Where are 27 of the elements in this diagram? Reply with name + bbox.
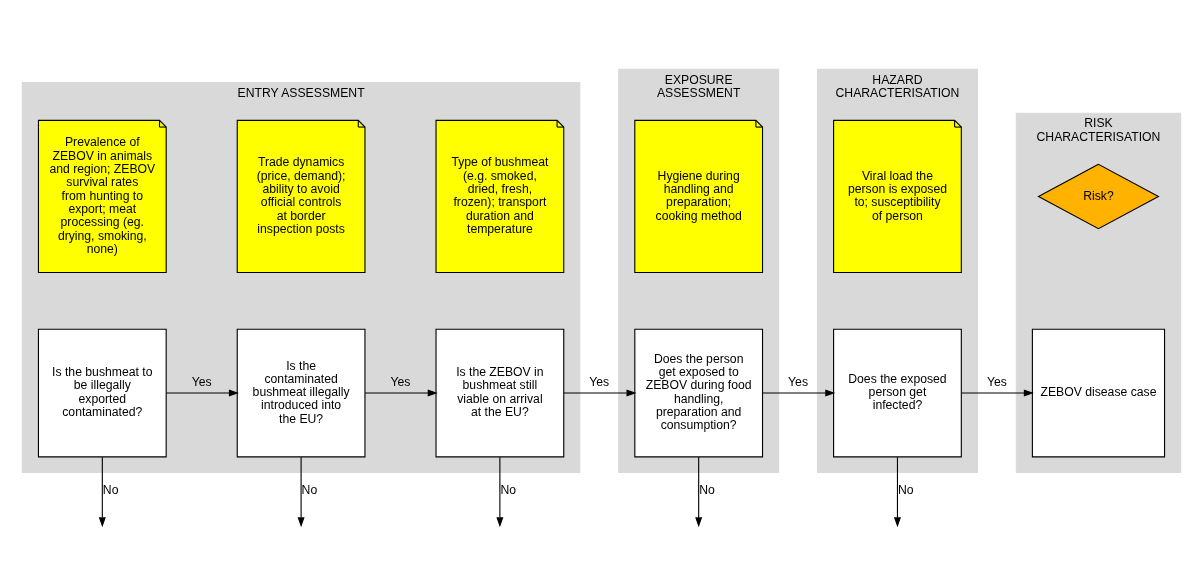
node-box: Does the exposed person get infected?	[833, 328, 962, 457]
edge-label: No	[301, 482, 318, 497]
node-box: Is the contaminated bushmeat illegally introduced into the EU?	[236, 328, 366, 457]
arrow	[563, 389, 637, 397]
arrow	[496, 456, 504, 527]
arrow	[165, 389, 239, 397]
edge-label: Yes	[589, 374, 610, 389]
arrow	[297, 456, 305, 527]
edge-label: No	[500, 482, 517, 497]
node-box: ZEBOV disease case	[1031, 328, 1166, 457]
node-diamond: Risk?	[1037, 163, 1160, 229]
node-box: Is the ZEBOV in bushmeat still viable on arrival at the EU?	[435, 328, 565, 457]
edge-label: No	[897, 482, 914, 497]
edge-label: No	[102, 482, 119, 497]
arrow	[762, 389, 836, 397]
node-box: Does the person get exposed to ZEBOV during food handling, preparation and consumption?	[634, 328, 764, 457]
node-box: Is the bushmeat to be illegally exported contaminated?	[37, 328, 167, 457]
arrow	[364, 389, 438, 397]
arrow	[893, 456, 901, 527]
edge-label: Yes	[788, 374, 809, 389]
edge-label: Yes	[191, 374, 212, 389]
arrow	[961, 389, 1034, 397]
arrow	[98, 456, 106, 527]
edge-label: Yes	[390, 374, 411, 389]
edge-label: Yes	[986, 374, 1007, 389]
edge-label: No	[699, 482, 715, 497]
arrow	[695, 456, 703, 527]
